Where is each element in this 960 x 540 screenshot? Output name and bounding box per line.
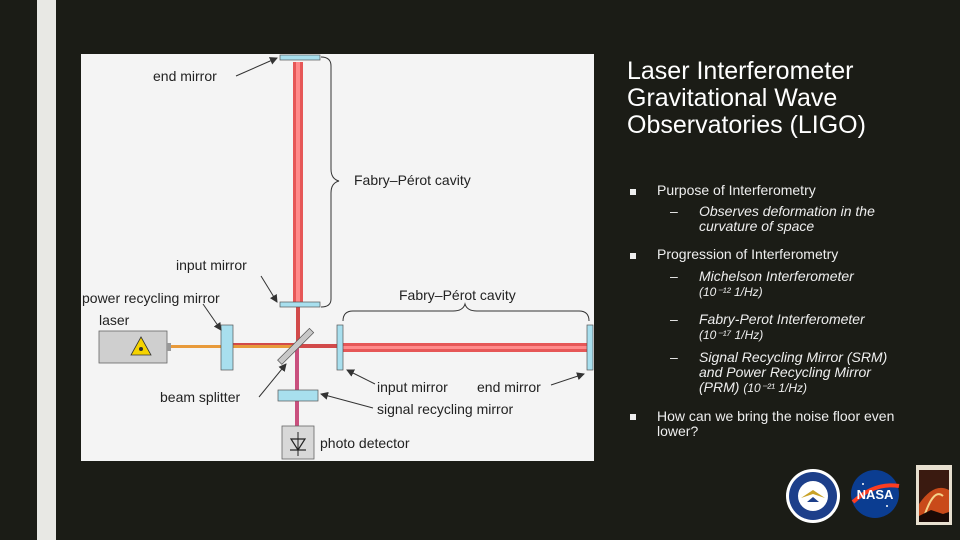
sub-michelson-math: (10⁻¹² 1/Hz) bbox=[699, 285, 763, 299]
sub-dash: – bbox=[670, 311, 678, 327]
laser-box bbox=[98, 330, 168, 364]
svg-text:NASA: NASA bbox=[857, 487, 894, 502]
label-laser: laser bbox=[99, 312, 130, 328]
label-end-mirror-top: end mirror bbox=[153, 68, 217, 84]
sub-srm-prm: Signal Recycling Mirror (SRM) and Power … bbox=[699, 350, 914, 396]
label-input-mirror-vertical: input mirror bbox=[176, 257, 247, 273]
label-photo-detector: photo detector bbox=[320, 435, 410, 451]
sub-dash: – bbox=[670, 268, 678, 284]
sub-srm-prm-text: Signal Recycling Mirror (SRM) and Power … bbox=[699, 349, 888, 395]
sub-observes: Observes deformation in the curvature of… bbox=[699, 203, 875, 234]
laser-warning-icon bbox=[130, 336, 152, 356]
sub-dash: – bbox=[670, 349, 678, 365]
brace-vertical bbox=[320, 56, 340, 308]
label-signal-recycling-mirror: signal recycling mirror bbox=[377, 401, 513, 417]
input-mirror-top bbox=[279, 301, 321, 308]
end-mirror-right bbox=[586, 324, 594, 371]
signal-recycling-mirror bbox=[277, 389, 319, 402]
sub-michelson: Michelson Interferometer (10⁻¹² 1/Hz) bbox=[699, 269, 909, 300]
nasa-logo-icon: NASA bbox=[851, 470, 900, 518]
bullet-marker bbox=[630, 189, 636, 195]
sub-fabry-math: (10⁻¹⁷ 1/Hz) bbox=[699, 328, 764, 342]
input-mirror-right bbox=[336, 324, 344, 371]
bullet-progression: Progression of Interferometry bbox=[657, 246, 839, 262]
brace-horizontal bbox=[342, 302, 590, 322]
end-mirror-top bbox=[279, 54, 321, 61]
ligo-diagram: end mirror Fabry–Pérot cavity input mirr… bbox=[81, 54, 594, 461]
sub-michelson-text: Michelson Interferometer bbox=[699, 268, 854, 284]
beam-splitter bbox=[277, 327, 315, 365]
left-accent-stripe bbox=[37, 0, 56, 540]
sub-dash: – bbox=[670, 203, 678, 219]
sub-srm-prm-math: (10⁻²¹ 1/Hz) bbox=[743, 381, 808, 395]
sub-fabry-text: Fabry-Perot Interferometer bbox=[699, 311, 865, 327]
bullet-noise-floor: How can we bring the noise floor even lo… bbox=[657, 408, 895, 439]
label-power-recycling-mirror: power recycling mirror bbox=[82, 290, 220, 306]
label-fabry-perot-horizontal: Fabry–Pérot cavity bbox=[399, 287, 516, 303]
label-input-mirror-horizontal: input mirror bbox=[377, 379, 448, 395]
power-recycling-mirror bbox=[220, 324, 234, 371]
sub-fabry: Fabry-Perot Interferometer (10⁻¹⁷ 1/Hz) bbox=[699, 312, 909, 343]
label-beam-splitter: beam splitter bbox=[160, 389, 240, 405]
label-end-mirror-right: end mirror bbox=[477, 379, 541, 395]
logo-row: NASA bbox=[785, 464, 955, 526]
observatory-logo-icon bbox=[916, 465, 952, 525]
embry-riddle-seal-icon bbox=[786, 469, 840, 523]
slide-title: Laser Interferometer Gravitational Wave … bbox=[627, 57, 866, 139]
bullet-purpose: Purpose of Interferometry bbox=[657, 182, 816, 198]
bullet-marker bbox=[630, 414, 636, 420]
bullet-marker bbox=[630, 253, 636, 259]
label-fabry-perot-vertical: Fabry–Pérot cavity bbox=[354, 172, 471, 188]
